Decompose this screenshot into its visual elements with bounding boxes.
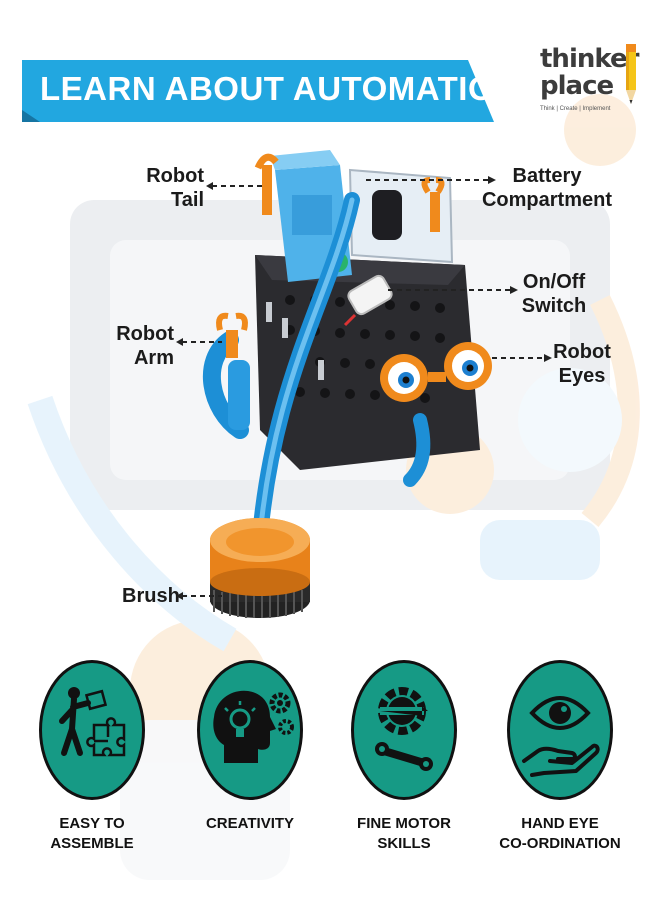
arrow-brush <box>176 592 222 600</box>
feature-circle <box>39 660 145 800</box>
label-brush: Brush <box>122 585 180 607</box>
feature-label: CREATIVITY <box>205 815 295 832</box>
logo-word-place: place <box>540 71 614 101</box>
title-banner <box>22 60 494 122</box>
head-gears-icon <box>213 690 294 763</box>
puzzle-assemble-icon <box>59 687 126 757</box>
arrow-onoff-switch <box>388 286 518 294</box>
feature-circle <box>197 660 303 800</box>
hand-eye-icon <box>522 696 600 777</box>
feature-label: HAND EYE CO-ORDINATION <box>499 815 621 852</box>
page-title: LEARN ABOUT AUTOMATION <box>40 70 519 107</box>
gear-tools-icon <box>375 687 433 771</box>
logo-tagline: Think | Create | Implement <box>540 106 611 112</box>
label-robot-arm: Robot Arm <box>116 323 174 369</box>
arrow-robot-tail <box>206 182 262 190</box>
label-battery-compartment: Battery Compartment <box>481 165 612 211</box>
label-robot-tail: Robot Tail <box>146 165 204 211</box>
feature-label: EASY TO ASSEMBLE <box>50 815 134 852</box>
arrow-robot-eyes <box>492 354 552 362</box>
label-robot-eyes: Robot Eyes <box>553 341 611 387</box>
arrow-robot-arm <box>176 338 222 346</box>
logo-word-thinker: thinker <box>540 44 639 74</box>
label-onoff-switch: On/Off Switch <box>521 271 587 317</box>
feature-circle <box>507 660 613 800</box>
pencil-icon <box>626 44 636 104</box>
arrow-battery-compartment <box>366 176 496 184</box>
brand-logo: thinker place Think | Create | Implement <box>540 44 650 113</box>
feature-label: FINE MOTOR SKILLS <box>357 815 451 852</box>
feature-circle <box>351 660 457 800</box>
